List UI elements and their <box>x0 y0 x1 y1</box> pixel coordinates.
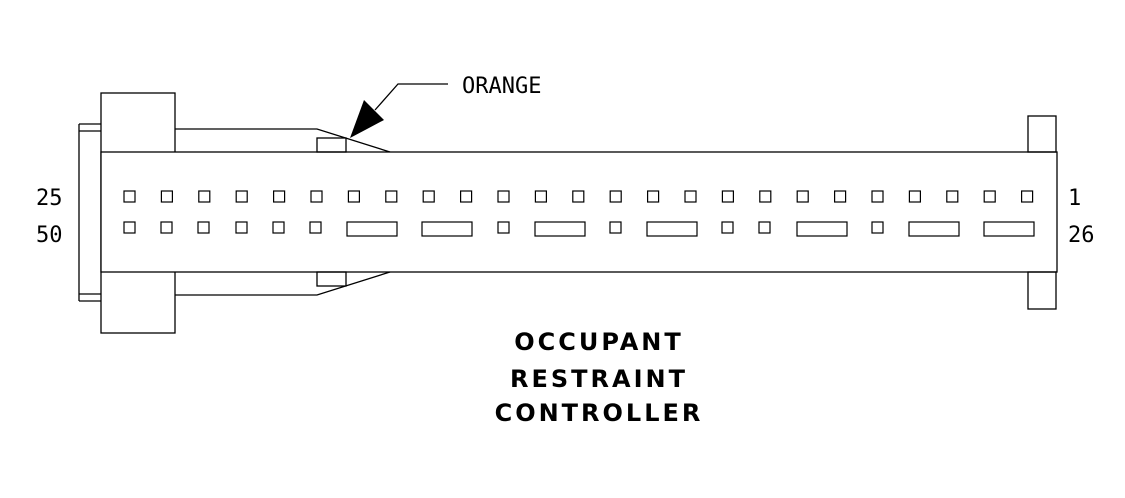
pin-label-left-top: 25 <box>36 186 63 211</box>
title-line-1: OCCUPANT <box>514 328 684 356</box>
lower-wedge <box>175 271 391 296</box>
pin-cavity <box>609 221 622 234</box>
pin-cavity <box>160 221 173 234</box>
pin-cavity <box>1020 190 1034 203</box>
pin-slot-wide <box>534 221 586 237</box>
pin-cavity <box>422 190 435 203</box>
title-line-3: CONTROLLER <box>495 399 704 427</box>
pin-label-right-bottom: 26 <box>1068 223 1095 248</box>
pin-cavity <box>684 190 697 203</box>
pin-cavity <box>721 221 734 234</box>
pin-cavity <box>123 190 136 203</box>
callout-leader <box>374 83 448 111</box>
pin-cavity <box>197 221 210 234</box>
lower-lock-tab <box>316 271 347 287</box>
pin-slot-wide <box>796 221 848 237</box>
pin-cavity <box>946 190 959 203</box>
pin-cavity <box>983 190 996 203</box>
pin-cavity <box>497 221 510 234</box>
pin-slot-wide <box>908 221 960 237</box>
pin-cavity <box>758 221 771 234</box>
callout-arrowhead <box>350 100 384 138</box>
pin-slot-wide <box>346 221 398 237</box>
pin-slot-wide <box>421 221 473 237</box>
pin-cavity <box>235 190 248 203</box>
pin-cavity <box>272 221 285 234</box>
pin-cavity <box>385 190 398 203</box>
pin-cavity <box>646 190 660 203</box>
pin-cavity <box>310 190 323 203</box>
pin-cavity <box>572 190 585 203</box>
right-tab-bottom <box>1027 271 1057 310</box>
pin-cavity <box>273 190 286 203</box>
connector-body <box>100 151 1058 273</box>
pin-cavity <box>871 190 884 203</box>
pin-cavity <box>198 190 211 203</box>
pin-cavity <box>721 190 735 203</box>
pin-cavity <box>796 190 809 203</box>
pin-cavity <box>534 190 548 203</box>
pin-slot-wide <box>646 221 698 237</box>
right-tab-top <box>1027 115 1057 153</box>
pin-cavity <box>833 190 847 203</box>
pin-cavity <box>908 190 922 203</box>
pin-label-left-bottom: 50 <box>36 223 63 248</box>
pin-slot-wide <box>983 221 1035 237</box>
pin-cavity <box>309 221 322 234</box>
pin-cavity <box>460 190 473 203</box>
title-line-2: RESTRAINT <box>510 365 688 393</box>
upper-lock-tab <box>316 137 347 153</box>
pin-cavity <box>123 221 136 234</box>
pin-row-bottom <box>123 221 1035 237</box>
pin-cavity <box>497 190 510 203</box>
callout-label: ORANGE <box>462 74 541 99</box>
pin-cavity <box>759 190 772 203</box>
pin-cavity <box>160 190 173 203</box>
pin-cavity <box>347 190 360 203</box>
pin-cavity <box>235 221 248 234</box>
pin-cavity <box>871 221 884 234</box>
upper-wedge <box>175 128 391 153</box>
pin-cavity <box>609 190 622 203</box>
pin-row-top <box>123 190 1034 203</box>
pin-label-right-top: 1 <box>1068 186 1081 211</box>
